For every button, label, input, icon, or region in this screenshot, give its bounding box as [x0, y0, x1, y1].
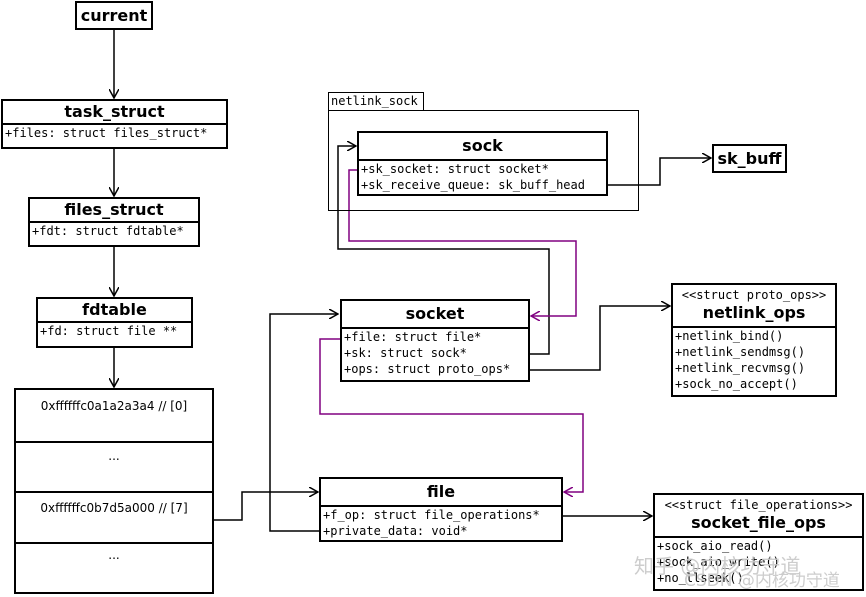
task-struct-box: task_struct +files: struct files_struct*: [1, 99, 228, 149]
files-struct-box: files_struct +fdt: struct fdtable*: [28, 197, 200, 247]
divider: [3, 123, 226, 125]
sk-buff-box: sk_buff: [712, 144, 787, 173]
arrow-ops-to-netlink-ops: [528, 306, 670, 371]
fdtable-title: fdtable: [82, 300, 147, 319]
netlink-ops-field-recvmsg: +netlink_recvmsg(): [675, 361, 806, 375]
file-title: file: [426, 482, 456, 501]
file-box: file +f_op: struct file_operations* +pri…: [319, 477, 563, 542]
sock-field-sk-socket: +sk_socket: struct socket*: [361, 162, 549, 176]
netlink-ops-box: <<struct proto_ops>> netlink_ops +netlin…: [671, 283, 837, 397]
divider: [16, 542, 212, 544]
socket-file-ops-field-write: +sock_aio_write(): [657, 555, 780, 569]
current-title: current: [80, 6, 148, 25]
netlink-ops-field-accept: +sock_no_accept(): [675, 377, 798, 391]
arrow-sk-to-sock: [337, 146, 550, 355]
divider: [655, 536, 862, 538]
fdtable-field: +fd: struct file **: [40, 324, 178, 338]
arrow-receive-queue-to-skbuff: [608, 158, 711, 186]
files-struct-field: +fdt: struct fdtable*: [32, 224, 184, 238]
socket-file-ops-field-llseek: +no_llseek(): [657, 571, 744, 585]
socket-field-ops: +ops: struct proto_ops*: [344, 362, 511, 376]
arrow-slot7-to-file: [214, 492, 318, 521]
fd-slot-7: 0xffffffc0b7d5a000 // [7]: [40, 501, 188, 515]
fd-slot-ellipsis-1: ...: [108, 449, 120, 463]
fdtable-box: fdtable +fd: struct file **: [36, 297, 193, 348]
divider: [342, 327, 528, 329]
netlink-sock-label: netlink_sock: [331, 94, 418, 108]
netlink-sock-tab: netlink_sock: [328, 92, 424, 110]
current-box: current: [75, 1, 153, 30]
fd-array-box: 0xffffffc0a1a2a3a4 // [0] ... 0xffffffc0…: [14, 388, 214, 594]
divider: [38, 321, 191, 323]
socket-file-ops-stereotype: <<struct file_operations>>: [664, 498, 853, 512]
netlink-ops-field-sendmsg: +netlink_sendmsg(): [675, 345, 806, 359]
netlink-ops-title: netlink_ops: [702, 303, 806, 322]
divider: [16, 491, 212, 493]
files-struct-title: files_struct: [64, 200, 164, 219]
socket-box: socket +file: struct file* +sk: struct s…: [340, 299, 530, 382]
arrow-sk-socket-to-socket: [348, 169, 577, 316]
fd-slot-0: 0xffffffc0a1a2a3a4 // [0]: [40, 399, 188, 413]
fd-slot-ellipsis-2: ...: [108, 548, 120, 562]
socket-file-ops-field-read: +sock_aio_read(): [657, 539, 773, 553]
sock-title: sock: [462, 136, 503, 155]
divider: [359, 159, 606, 161]
socket-file-ops-title: socket_file_ops: [691, 513, 826, 532]
arrow-private-data-to-socket: [269, 314, 338, 532]
watermark-zhihu: 知乎 @内核功守道: [634, 554, 801, 578]
sock-field-receive-queue: +sk_receive_queue: sk_buff_head: [361, 178, 585, 192]
divider: [673, 326, 835, 328]
task-struct-field: +files: struct files_struct*: [5, 126, 208, 140]
socket-field-file: +file: struct file*: [344, 330, 482, 344]
netlink-ops-stereotype: <<struct proto_ops>>: [681, 288, 827, 302]
netlink-ops-field-bind: +netlink_bind(): [675, 329, 784, 343]
sock-box: sock +sk_socket: struct socket* +sk_rece…: [357, 131, 608, 196]
arrow-socket-file-to-file: [319, 338, 584, 492]
sk-buff-title: sk_buff: [717, 149, 782, 168]
watermark-csdn: CSDN @内核功守道: [684, 571, 840, 591]
file-field-f-op: +f_op: struct file_operations*: [323, 508, 540, 522]
socket-field-sk: +sk: struct sock*: [344, 346, 467, 360]
divider: [30, 221, 198, 223]
file-field-private-data: +private_data: void*: [323, 524, 468, 538]
task-struct-title: task_struct: [64, 102, 165, 121]
socket-title: socket: [405, 304, 465, 323]
netlink-sock-box: [328, 110, 639, 211]
divider: [321, 505, 561, 507]
socket-file-ops-box: <<struct file_operations>> socket_file_o…: [653, 493, 864, 591]
divider: [16, 441, 212, 443]
